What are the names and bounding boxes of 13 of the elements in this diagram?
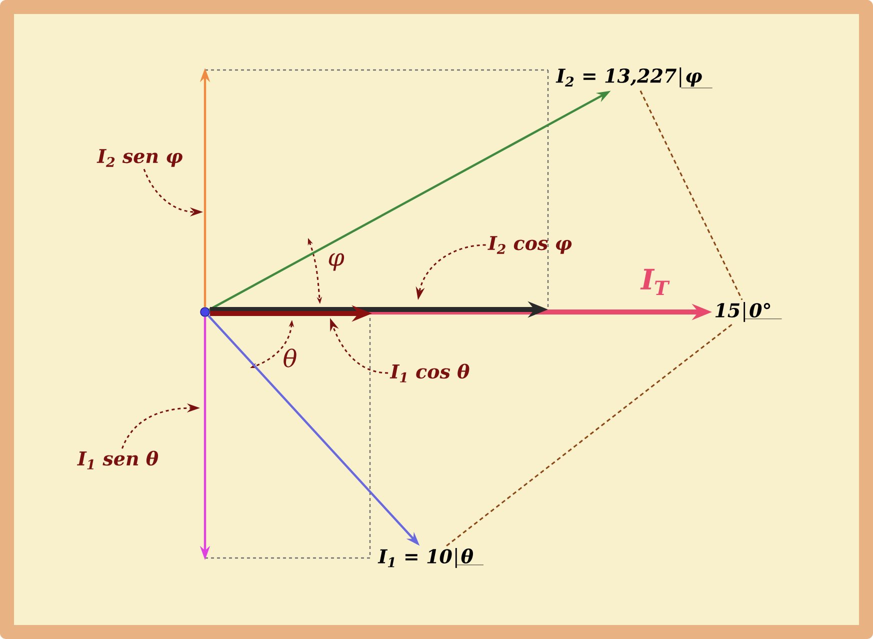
component-label: I$_{1}$ cos θ (390, 364, 470, 382)
edge-label: I$_{T}$ (640, 268, 670, 296)
origin-dot (200, 307, 210, 317)
component-label: I$_{2}$ sen φ (96, 149, 182, 167)
angle-label: θ (284, 348, 296, 368)
phasor-label: 15 0° (715, 302, 782, 322)
phasor-label: I$_{2}$ = 13,227 φ (556, 67, 712, 88)
parallelogram-line (446, 324, 733, 546)
component-label: I$_{1}$ sen θ (77, 450, 158, 470)
phasor-label: I$_{1}$ = 10 θ (378, 548, 484, 568)
angle-label: φ (328, 253, 344, 271)
parallelogram-line (640, 90, 743, 300)
component-label: I$_{2}$ cos φ (488, 236, 572, 254)
